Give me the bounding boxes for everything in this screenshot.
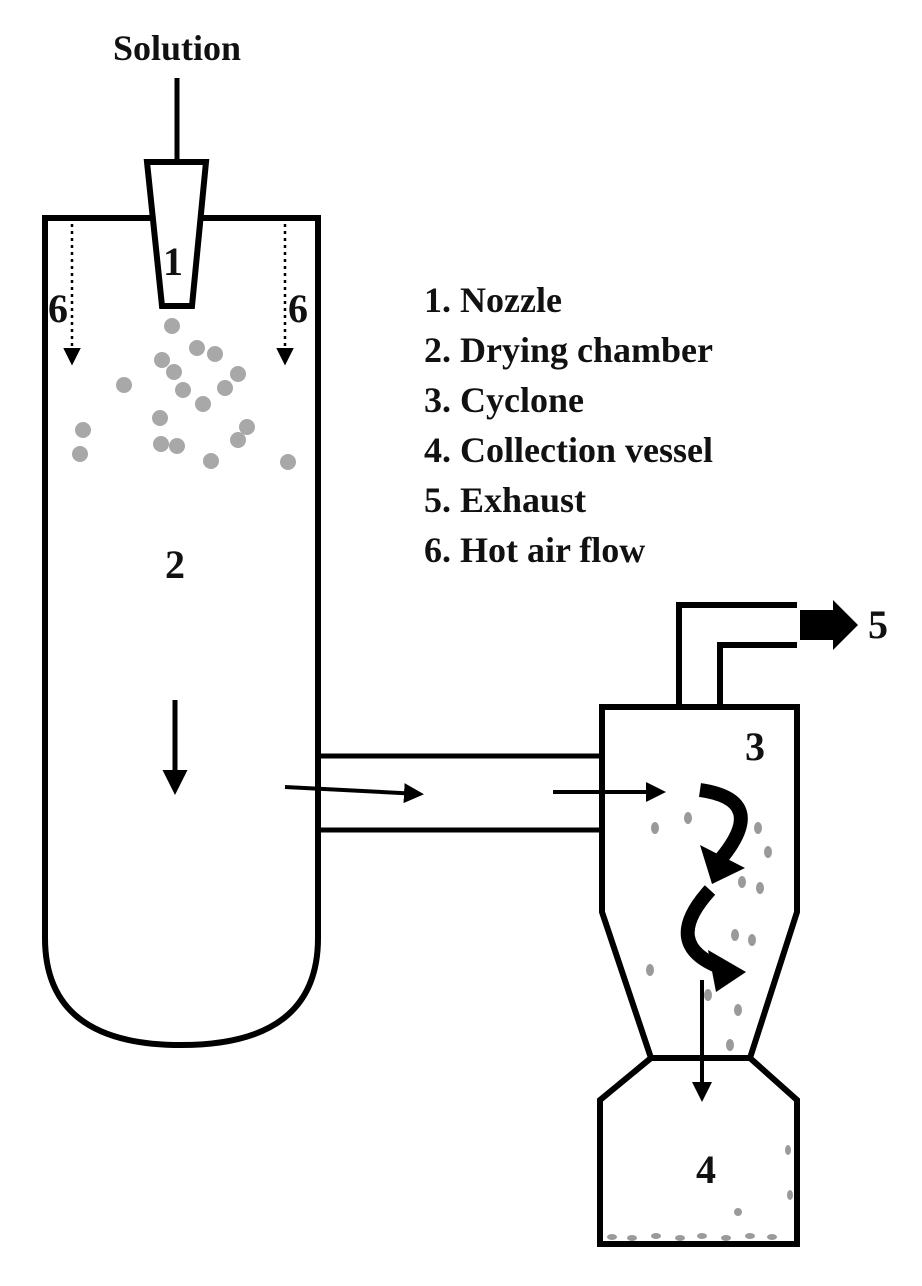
collected-powder <box>607 1145 793 1241</box>
cyclone-number: 3 <box>745 724 765 769</box>
spray-droplets <box>72 318 296 470</box>
legend: 1. Nozzle 2. Drying chamber 3. Cyclone 4… <box>424 280 713 570</box>
particle <box>646 964 654 976</box>
particle <box>731 929 739 941</box>
droplet <box>195 396 211 412</box>
droplet <box>153 436 169 452</box>
cyclone-particles <box>646 812 772 1051</box>
particle <box>675 1235 685 1241</box>
exhaust-arrow <box>800 600 858 650</box>
particle <box>721 1235 731 1241</box>
droplet <box>75 422 91 438</box>
particle <box>734 1208 742 1216</box>
legend-item-collection-vessel: 4. Collection vessel <box>424 430 713 470</box>
droplet <box>207 346 223 362</box>
exhaust-pipe <box>676 602 797 707</box>
legend-item-nozzle: 1. Nozzle <box>424 280 562 320</box>
nozzle-number: 1 <box>163 239 183 284</box>
droplet <box>217 380 233 396</box>
particle <box>704 989 712 1001</box>
particle <box>754 822 762 834</box>
particle <box>726 1039 734 1051</box>
droplet <box>175 382 191 398</box>
particle <box>756 882 764 894</box>
particle <box>767 1234 777 1240</box>
nozzle <box>143 159 210 309</box>
droplet <box>72 446 88 462</box>
particle <box>748 934 756 946</box>
droplet <box>152 410 168 426</box>
solution-label: Solution <box>113 28 241 68</box>
particle <box>738 876 746 888</box>
legend-item-drying-chamber: 2. Drying chamber <box>424 330 713 370</box>
cyclone <box>599 704 800 1061</box>
droplet <box>203 453 219 469</box>
droplet <box>230 432 246 448</box>
droplet <box>169 438 185 454</box>
droplet <box>230 366 246 382</box>
droplet <box>189 340 205 356</box>
particle <box>651 1233 661 1239</box>
hot-air-number-right: 6 <box>288 286 308 331</box>
particle <box>651 822 659 834</box>
swirl-arrow-upper <box>698 783 748 865</box>
swirl-arrow-lower <box>680 885 725 975</box>
droplet <box>239 419 255 435</box>
particle <box>607 1234 617 1240</box>
swirl-arrows <box>680 783 748 992</box>
collection-vessel <box>597 1055 800 1247</box>
droplet <box>164 318 180 334</box>
particle <box>787 1190 793 1200</box>
particle <box>734 1004 742 1016</box>
particle <box>697 1233 707 1239</box>
drying-chamber <box>42 215 321 1049</box>
droplet <box>154 352 170 368</box>
particle <box>764 846 772 858</box>
droplet <box>116 377 132 393</box>
duct-flow-arrow-1 <box>284 783 424 804</box>
legend-item-hot-air-flow: 6. Hot air flow <box>424 530 645 570</box>
particle <box>785 1145 791 1155</box>
particle <box>684 812 692 824</box>
drying-chamber-number: 2 <box>165 542 185 587</box>
particle <box>627 1235 637 1241</box>
droplet <box>166 364 182 380</box>
exhaust-number: 5 <box>868 602 888 647</box>
collection-vessel-number: 4 <box>696 1147 716 1192</box>
hot-air-number-left: 6 <box>48 286 68 331</box>
particle <box>745 1233 755 1239</box>
legend-item-cyclone: 3. Cyclone <box>424 380 584 420</box>
legend-item-exhaust: 5. Exhaust <box>424 480 586 520</box>
droplet <box>280 454 296 470</box>
